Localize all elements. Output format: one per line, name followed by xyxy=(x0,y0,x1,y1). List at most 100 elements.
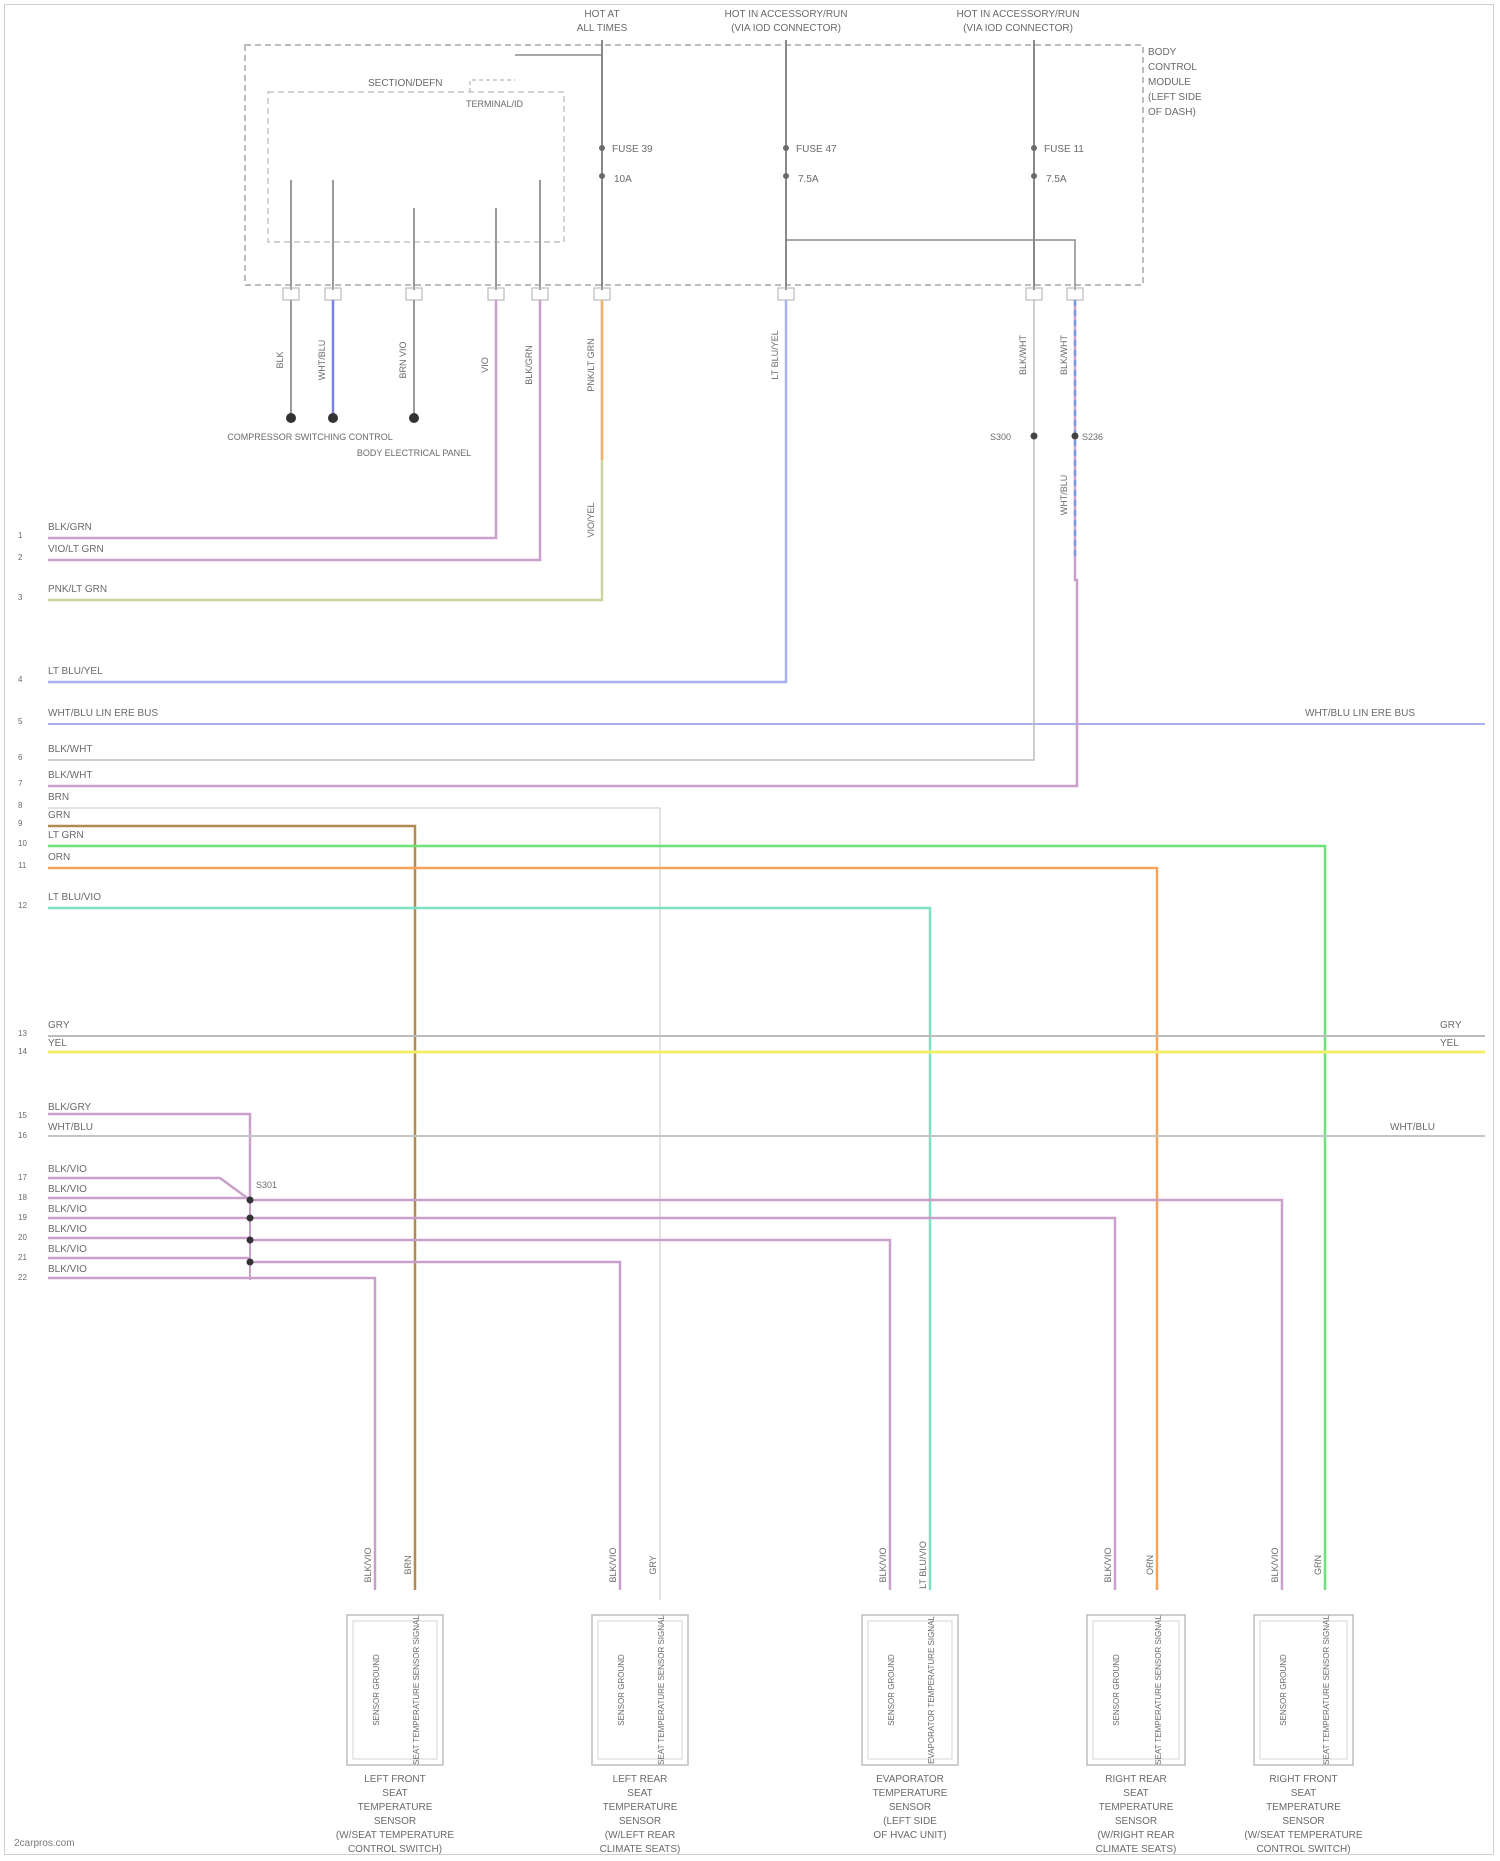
left-pin-number: 10 xyxy=(18,839,27,848)
power-source-2-line1: HOT IN ACCESSORY/RUN xyxy=(725,9,848,20)
left-wire-label: BLK/WHT xyxy=(48,770,92,781)
left-wire-label: BLK/VIO xyxy=(48,1244,87,1255)
power-source-2-line2: (VIA IOD CONNECTOR) xyxy=(731,23,841,34)
left-pin-number: 9 xyxy=(18,819,23,828)
ground-label-2: BODY ELECTRICAL PANEL xyxy=(357,448,471,458)
sensor-label: CONTROL SWITCH) xyxy=(348,1844,442,1855)
left-pin-number: 12 xyxy=(18,901,27,910)
left-wire-label: LT BLU/YEL xyxy=(48,666,103,677)
sensor-label: OF HVAC UNIT) xyxy=(873,1830,946,1841)
left-wire-label: ORN xyxy=(48,852,70,863)
sensor-label: (LEFT SIDE xyxy=(883,1816,937,1827)
fuse-2-dot-top xyxy=(783,145,789,151)
sensor-pin-label: EVAPORATOR TEMPERATURE SIGNAL xyxy=(927,1616,936,1764)
vertical-wire-label: VIO/YEL xyxy=(586,502,596,537)
sensor-pin-label: SEAT TEMPERATURE SENSOR SIGNAL xyxy=(657,1615,666,1765)
sensor-label: TEMPERATURE xyxy=(873,1788,948,1799)
sensor-label: SEAT xyxy=(627,1788,652,1799)
right-wire-label: WHT/BLU xyxy=(1390,1122,1435,1133)
left-pin-number: 1 xyxy=(18,531,23,540)
left-pin-number: 14 xyxy=(18,1047,27,1056)
module-connector-row xyxy=(283,288,1083,300)
right-wire-label: YEL xyxy=(1440,1038,1459,1049)
splice-s236 xyxy=(1072,433,1079,440)
left-wire-label: BLK/VIO xyxy=(48,1164,87,1175)
footer-credit: 2carpros.com xyxy=(14,1838,75,1849)
sensor-pin-label: SENSOR GROUND xyxy=(1279,1654,1288,1726)
sensor-box xyxy=(1254,1615,1353,1765)
fuse-1-dot-top xyxy=(599,145,605,151)
sensor-wire-tag: BLK/VIO xyxy=(878,1547,888,1582)
sensor-label: SEAT xyxy=(1291,1788,1316,1799)
bundle-out-4 xyxy=(250,1262,620,1590)
left-pin-number: 2 xyxy=(18,553,23,562)
left-wire-label: BRN xyxy=(48,792,69,803)
sensor-wire-tag: BLK/VIO xyxy=(363,1547,373,1582)
splice-bus-label: S301 xyxy=(256,1180,277,1190)
vertical-wire-label: BRN VIO xyxy=(398,341,408,378)
sensor-label: (W/SEAT TEMPERATURE xyxy=(1244,1830,1362,1841)
left-pin-number: 5 xyxy=(18,717,23,726)
left-wire-label: WHT/BLU LIN ERE BUS xyxy=(48,708,158,719)
left-wire-label: BLK/WHT xyxy=(48,744,92,755)
vertical-wire-label: VIO xyxy=(480,357,490,373)
left-wire-label: VIO/LT GRN xyxy=(48,544,104,555)
wire-orn xyxy=(48,868,1157,1590)
sensor-pin-label: SENSOR GROUND xyxy=(1112,1654,1121,1726)
left-wire-label: BLK/GRN xyxy=(48,522,92,533)
inner-box-label: SECTION/DEFN xyxy=(368,78,442,89)
sensor-label: SENSOR xyxy=(1282,1816,1324,1827)
left-pin-number: 21 xyxy=(18,1253,27,1262)
sensor-inner-box xyxy=(868,1621,952,1759)
internal-pins xyxy=(291,180,540,290)
inner-box-notch xyxy=(470,80,515,92)
sensor-inner-box xyxy=(1260,1621,1347,1759)
left-pin-number: 8 xyxy=(18,801,23,810)
right-wire-label: WHT/BLU LIN ERE BUS xyxy=(1305,708,1415,719)
sensor-label: CONTROL SWITCH) xyxy=(1256,1844,1350,1855)
power-source-3-line2: (VIA IOD CONNECTOR) xyxy=(963,23,1073,34)
wire-blk-wht-2 xyxy=(48,300,1077,786)
module-label: BODY CONTROL MODULE (LEFT SIDE OF DASH) xyxy=(1148,47,1202,118)
power-source-1-line1: HOT AT xyxy=(584,9,619,20)
left-wire-label: BLK/VIO xyxy=(48,1224,87,1235)
sensor-label: (W/RIGHT REAR xyxy=(1097,1830,1174,1841)
bundle-dot-4 xyxy=(247,1259,254,1266)
vertical-wire-label: BLK/GRN xyxy=(524,345,534,385)
wire-blk-grn xyxy=(48,300,496,538)
left-pin-number: 19 xyxy=(18,1213,27,1222)
bundle-dot-2 xyxy=(247,1215,254,1222)
inner-section-box xyxy=(268,92,564,242)
ground-label-1: COMPRESSOR SWITCHING CONTROL xyxy=(227,432,393,442)
sensor-label: SEAT xyxy=(382,1788,407,1799)
vertical-wire-label: WHT/BLU xyxy=(1059,475,1069,516)
vertical-wire-label: PNK/LT GRN xyxy=(586,338,596,391)
left-wire-label: GRY xyxy=(48,1020,70,1031)
power-source-3-line1: HOT IN ACCESSORY/RUN xyxy=(957,9,1080,20)
module-label-line4: (LEFT SIDE xyxy=(1148,92,1202,103)
fuse-3: FUSE 11 7.5A xyxy=(1031,144,1084,185)
left-wire-label: PNK/LT GRN xyxy=(48,584,107,595)
bundle-out-2 xyxy=(250,1218,1115,1590)
vertical-wire-label: BLK/WHT xyxy=(1018,335,1028,376)
sensor-wire-tag: BLK/VIO xyxy=(1103,1547,1113,1582)
blk-vio-bundle xyxy=(48,1178,1282,1590)
left-pin-number: 17 xyxy=(18,1173,27,1182)
sensor-pin-label: SENSOR GROUND xyxy=(617,1654,626,1726)
sensor-label: (W/SEAT TEMPERATURE xyxy=(336,1830,454,1841)
left-pin-number: 15 xyxy=(18,1111,27,1120)
left-wire-label: WHT/BLU xyxy=(48,1122,93,1133)
sensor-pin-label: SEAT TEMPERATURE SENSOR SIGNAL xyxy=(1322,1615,1331,1765)
sensor-label: LEFT REAR xyxy=(613,1774,668,1785)
sensor-inner-box xyxy=(353,1621,437,1759)
ground-dot-3 xyxy=(409,413,419,423)
fuse-3-dot-bottom xyxy=(1031,173,1037,179)
vertical-wire-label: WHT/BLU xyxy=(317,340,327,381)
left-pin-number: 16 xyxy=(18,1131,27,1140)
sensor-wire-tag: BLK/VIO xyxy=(1270,1547,1280,1582)
fuse-3-name: FUSE 11 xyxy=(1044,144,1084,155)
left-pin-number: 13 xyxy=(18,1029,27,1038)
